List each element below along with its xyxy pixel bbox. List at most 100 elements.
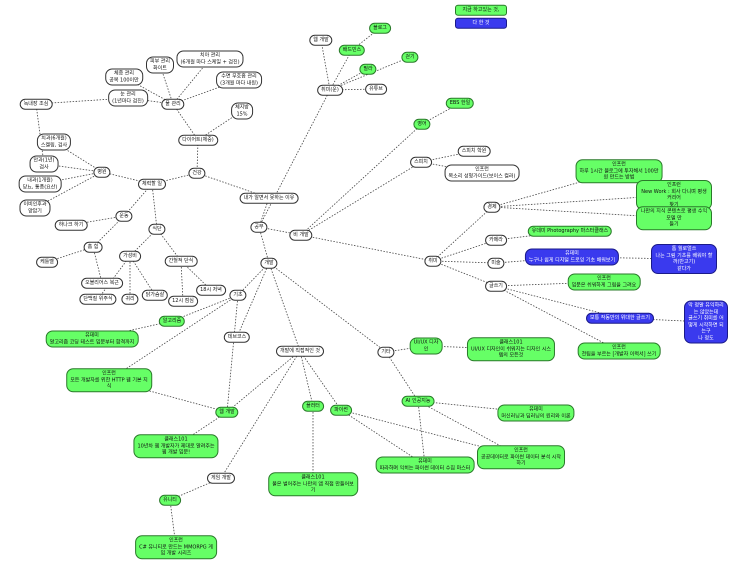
node-art[interactable]: 미술 bbox=[487, 257, 505, 269]
node-bk-write[interactable]: 보통 작동만의 위대한 글쓰기 bbox=[586, 312, 654, 324]
node-weights[interactable]: 케틀벨 bbox=[36, 256, 58, 268]
node-cycle[interactable]: 유튜브 bbox=[365, 83, 387, 95]
node-game[interactable]: 배드민스 bbox=[338, 44, 366, 56]
node-chicken[interactable]: 닭가슴살 bbox=[141, 289, 169, 301]
node-photo[interactable]: 유데미 Photography 마스터클래스 bbox=[527, 225, 613, 237]
node-class101-flutter[interactable]: 클래스101 풀은 벌어주는 나만의 앱 직접 만들어보 기 bbox=[268, 472, 358, 496]
node-sugar[interactable]: 단백질 위주식 bbox=[79, 293, 117, 305]
node-game-sub[interactable]: 블로그 bbox=[369, 22, 391, 34]
edge-economy-inflearn_blog bbox=[491, 170, 620, 208]
node-exercise[interactable]: 체력할 일 bbox=[138, 178, 166, 190]
edge-economy-inflearn_new bbox=[491, 194, 675, 208]
node-root[interactable]: 내가 알면서 못하는 이유 bbox=[239, 192, 299, 204]
node-walk[interactable]: 하나크 하기 bbox=[54, 219, 88, 231]
node-eye-doc[interactable]: 안과(1년) 검사 bbox=[29, 155, 59, 173]
node-inflearn-data[interactable]: 인프런 공공데이터로 파이썬 데이터 분석 시작 하기 bbox=[477, 445, 565, 469]
node-write-help[interactable]: 막 정말 유익하리는 않았는데 글쓰기 취미를 어떻게 시작하면 되는구 나 정… bbox=[684, 300, 728, 344]
node-udemy-crawl[interactable]: 유데미 따라하며 익히는 파이썬 데이터 수집 마스터 bbox=[375, 456, 475, 474]
edge-biz-english bbox=[300, 123, 423, 236]
node-diet[interactable]: 다이어트(체중) bbox=[178, 134, 218, 146]
node-egg[interactable]: 귀리 bbox=[121, 293, 139, 305]
node-udemy-algo[interactable]: 유데미 알고리즘 코딩 테스트 입문부터 합격까지 bbox=[45, 330, 139, 348]
node-udemy-ai[interactable]: 유데미 머신러닝과 딥러닝의 원리와 이론 bbox=[497, 404, 575, 422]
node-drawing[interactable]: 톰 월로얼쓰 나는 그림 기초를 배워야 할까(반고기) 같다가 bbox=[651, 244, 717, 274]
node-inflearn-novel[interactable]: 인프런 천팀을 부르는 [개발자 이력서] 쓰기 bbox=[577, 342, 661, 360]
node-skill[interactable]: 스피치 bbox=[410, 156, 432, 168]
node-web[interactable]: 웹 개발 bbox=[215, 406, 239, 418]
edge-dev-other bbox=[268, 262, 387, 353]
node-grain[interactable]: 가성비 bbox=[119, 250, 141, 262]
node-inflearn-unity[interactable]: 인프런 C# 유니티로 만드는 MMORPG 게 임 개발 시리즈 bbox=[135, 535, 217, 559]
node-inflearn-http[interactable]: 인프런 모든 개발자를 위한 HTTP 웹 기본 지 식 bbox=[66, 368, 152, 392]
edge-ai-udemy_crawl bbox=[417, 400, 426, 466]
legend-done: 지금 하고있는 것, bbox=[455, 4, 507, 16]
node-inflearn-blog[interactable]: 인프런 하루 1시간 블로그에 투자해서 100만 원 만드는 방법 bbox=[575, 159, 663, 183]
node-fast[interactable]: 오블리어스 복근 bbox=[81, 277, 123, 289]
edge-dev-practical bbox=[268, 262, 301, 352]
edge-exercise-sports bbox=[123, 183, 153, 217]
node-cal[interactable]: 홈 힘 bbox=[83, 241, 103, 253]
node-weight-mgmt[interactable]: 체중 관리 공복 100이만 bbox=[105, 68, 143, 86]
node-uiux[interactable]: UI/UX 디자 인 bbox=[409, 337, 443, 355]
node-inflearn-new[interactable]: 인프런 New Work : 회사 다니며 평생 커리어 찾기 bbox=[636, 180, 712, 210]
node-economy[interactable]: 경제 bbox=[483, 201, 501, 213]
node-dev[interactable]: 개발 bbox=[260, 257, 278, 269]
node-eye-mgmt[interactable]: 눈 관리 (1년마다 검진) bbox=[108, 89, 148, 107]
node-flutter[interactable]: 플러터 bbox=[302, 400, 324, 412]
edge-writing-bk_write bbox=[495, 285, 621, 319]
node-udemy-art[interactable]: 유데미 누구나 쉽게 디지털 드로잉 기초 배워보기 bbox=[524, 248, 620, 266]
edge-python-inflearn_data bbox=[340, 409, 522, 458]
node-inflearn-social[interactable]: 나만의 지식 콘텐츠로 평생 수익모델 만 들기 bbox=[636, 206, 712, 230]
node-weight-keep[interactable]: 체지방 15% bbox=[231, 102, 253, 120]
node-biz[interactable]: 비 개발 bbox=[289, 229, 313, 241]
node-skin-mgmt[interactable]: 피부 관리 화이트 bbox=[146, 56, 174, 74]
node-algo[interactable]: 알고리즘 bbox=[158, 315, 186, 327]
node-teeth-mgmt[interactable]: 치아 관리 (6개월 마다 스케일 + 검진) bbox=[176, 50, 244, 68]
node-practical[interactable]: 개발에 직접적인 것 bbox=[276, 345, 324, 357]
edge-study-dev bbox=[258, 226, 270, 264]
node-inflearn-speech[interactable]: 인프런 목소리 성형가이드(보이스 컬러) bbox=[444, 164, 520, 182]
node-dental[interactable]: 치과(6개월) 스켈링, 검사 bbox=[36, 133, 72, 151]
node-internal[interactable]: 내과(1개월) 당뇨, 통풍(요산) bbox=[18, 175, 62, 193]
node-fasting[interactable]: 간헐적 단식 bbox=[164, 255, 198, 267]
node-ai[interactable]: AI 인공지능 bbox=[401, 395, 435, 407]
edge-health-diet bbox=[196, 139, 199, 174]
node-diet2[interactable]: 식단 bbox=[148, 223, 166, 235]
node-hospital[interactable]: 병원 bbox=[93, 166, 111, 178]
node-basic[interactable]: 기초 bbox=[229, 289, 247, 301]
node-data-struct[interactable]: 데브코스 bbox=[223, 331, 251, 343]
node-life[interactable]: 취미 bbox=[424, 255, 442, 267]
node-other[interactable]: 기타 bbox=[377, 346, 395, 358]
node-study[interactable]: 공부 bbox=[250, 221, 268, 233]
node-running[interactable]: 걷기 bbox=[401, 51, 419, 63]
node-sports[interactable]: 운동 bbox=[115, 210, 133, 222]
node-web-dev[interactable]: 웹 개발 bbox=[309, 34, 333, 46]
node-sleep-mgmt[interactable]: 수면 무호흡 관리 (3개월 마다 내원) bbox=[216, 71, 262, 89]
node-water-mgmt[interactable]: 물 관리 bbox=[161, 98, 185, 110]
node-english[interactable]: 영어 bbox=[413, 118, 431, 130]
edge-life-writing bbox=[432, 260, 497, 287]
node-bike[interactable]: 필라 bbox=[359, 63, 377, 75]
node-unity[interactable]: 유니티 bbox=[159, 494, 181, 506]
node-writing[interactable]: 글쓰기 bbox=[485, 280, 507, 292]
edge-inflearn_http-web bbox=[108, 379, 228, 413]
node-ebs[interactable]: EBS 한일 bbox=[445, 97, 475, 109]
edge-economy-inflearn_social bbox=[491, 206, 675, 219]
node-speech[interactable]: 스피치 학원 bbox=[457, 145, 491, 157]
node-ent[interactable]: 이비인후과 양압기 bbox=[19, 199, 51, 217]
node-python[interactable]: 파이썬 bbox=[330, 404, 352, 416]
node-camera[interactable]: 카메라 bbox=[485, 234, 507, 246]
node-eye-check[interactable]: 녹내장 조심 bbox=[19, 98, 53, 110]
edge-dev-basic bbox=[237, 262, 270, 296]
node-class101-uiux[interactable]: 클래스101 UI/UX 디자인이 쉬워지는 디자인 시스 템의 모든것 bbox=[466, 337, 556, 361]
node-hours18[interactable]: 18시 저녁 bbox=[196, 284, 226, 296]
node-game-dev[interactable]: 게임 개발 bbox=[207, 472, 235, 484]
node-class101-web[interactable]: 클래스101 10년차 웹 개발자가 제대로 알려주는 웹 개발 입문! bbox=[133, 434, 219, 458]
node-inflearn-write[interactable]: 인프런 입문은 쉬워하게 그림을 그려요 bbox=[567, 273, 641, 291]
edge-cal-fast bbox=[92, 246, 103, 284]
node-hours12[interactable]: 12시 점심 bbox=[168, 295, 198, 307]
edge-biz-life bbox=[300, 234, 434, 262]
edge-other-ai bbox=[385, 351, 419, 402]
node-health[interactable]: 건강 bbox=[188, 167, 206, 179]
node-hobby[interactable]: 취미(운) bbox=[317, 84, 343, 96]
